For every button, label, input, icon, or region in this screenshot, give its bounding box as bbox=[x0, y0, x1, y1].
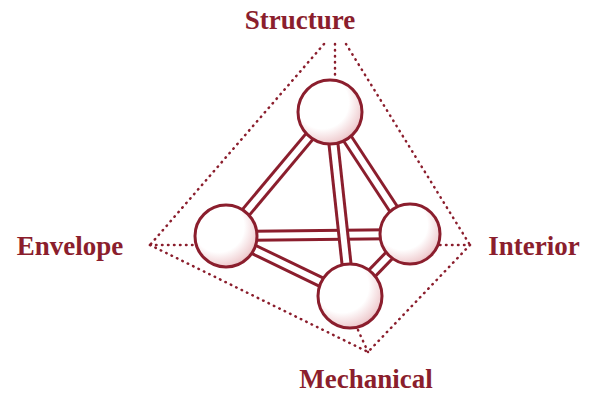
axis-label: Structure bbox=[245, 6, 355, 36]
axis-label: Mechanical bbox=[299, 365, 432, 395]
axis-label: Interior bbox=[488, 232, 579, 262]
axis-label: Envelope bbox=[17, 232, 124, 262]
balls bbox=[195, 80, 440, 328]
dotted-outline bbox=[150, 44, 470, 352]
